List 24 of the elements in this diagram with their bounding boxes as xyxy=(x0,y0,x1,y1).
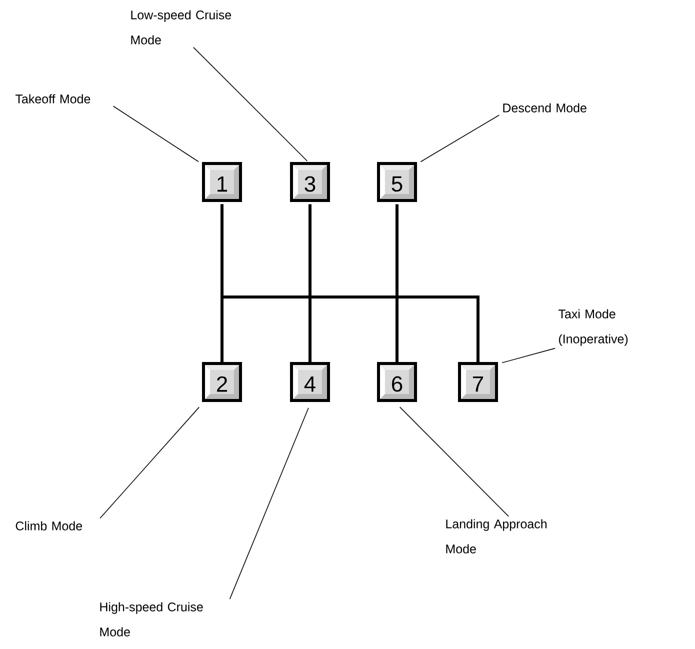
key-box: 7 xyxy=(458,362,498,402)
key-box: 2 xyxy=(202,362,242,402)
key-box: 1 xyxy=(202,162,242,202)
mode-label: Landing Approach Mode xyxy=(446,519,547,554)
mode-label: Low-speed Cruise Mode xyxy=(131,10,232,44)
leader-line xyxy=(100,406,200,519)
mode-label: Descend Mode xyxy=(503,103,586,112)
leader-line xyxy=(193,46,308,162)
key-box: 6 xyxy=(377,362,417,402)
leader-line xyxy=(420,114,500,162)
key-box: 5 xyxy=(377,162,417,202)
gate-line xyxy=(396,204,398,364)
key-box: 4 xyxy=(290,362,330,402)
mode-label: Takeoff Mode xyxy=(15,94,90,104)
gate-line xyxy=(220,204,480,364)
leader-line xyxy=(502,348,556,364)
gate-line xyxy=(308,204,312,364)
mode-label: High-speed Cruise Mode xyxy=(100,602,203,636)
key-box: 3 xyxy=(290,162,330,202)
leader-line xyxy=(399,406,509,517)
mode-label: Climb Mode xyxy=(16,521,82,530)
mode-label: Taxi Mode (Inoperative) xyxy=(558,309,628,346)
leader-line xyxy=(112,106,199,162)
leader-line xyxy=(229,408,309,600)
